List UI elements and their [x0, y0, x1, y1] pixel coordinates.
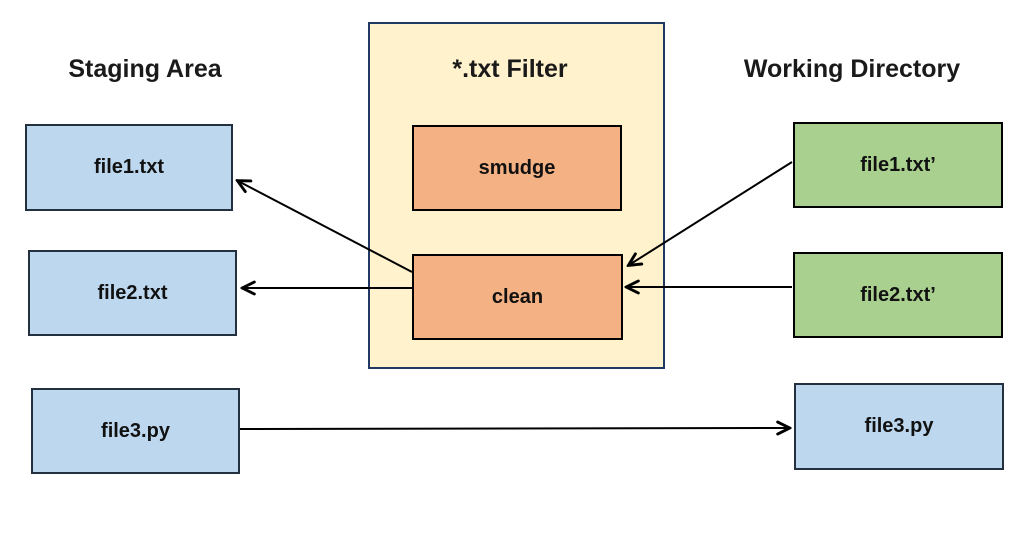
- arrow-staging-file3-to-working-file3: [239, 428, 789, 429]
- working-file3-box: file3.py: [794, 383, 1004, 470]
- staging-file1-box: file1.txt: [25, 124, 233, 211]
- smudge-filter-box: smudge: [412, 125, 622, 211]
- staging-file2-box: file2.txt: [28, 250, 237, 336]
- working-file2-box: file2.txt’: [793, 252, 1003, 338]
- clean-filter-box: clean: [412, 254, 623, 340]
- staging-area-title: Staging Area: [68, 54, 222, 83]
- working-file1-box: file1.txt’: [793, 122, 1003, 208]
- working-directory-title: Working Directory: [743, 54, 961, 83]
- txt-filter-title: *.txt Filter: [452, 54, 568, 83]
- staging-file3-box: file3.py: [31, 388, 240, 474]
